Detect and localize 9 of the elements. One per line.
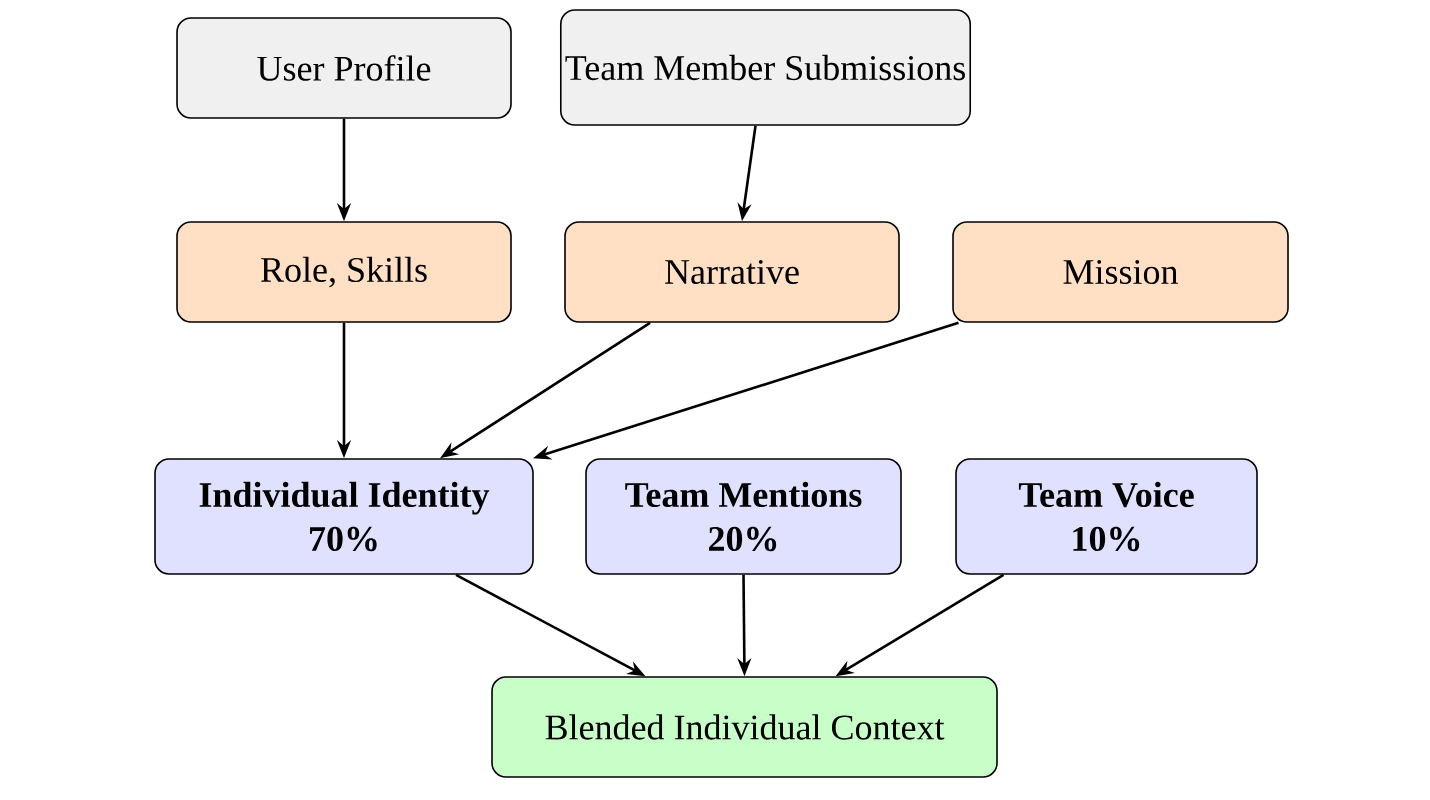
source-box: User Profile	[176, 17, 512, 119]
weight-box: Individual Identity 70%	[154, 458, 534, 575]
input-box: Mission	[952, 221, 1289, 323]
weight-box: Team Voice 10%	[955, 458, 1258, 575]
weight-box: Team Mentions 20%	[585, 458, 902, 575]
input-box: Narrative	[564, 221, 900, 323]
input-box: Role, Skills	[176, 221, 512, 323]
result-box: Blended Individual Context	[491, 676, 998, 778]
source-box: Team Member Submissions	[560, 9, 972, 126]
